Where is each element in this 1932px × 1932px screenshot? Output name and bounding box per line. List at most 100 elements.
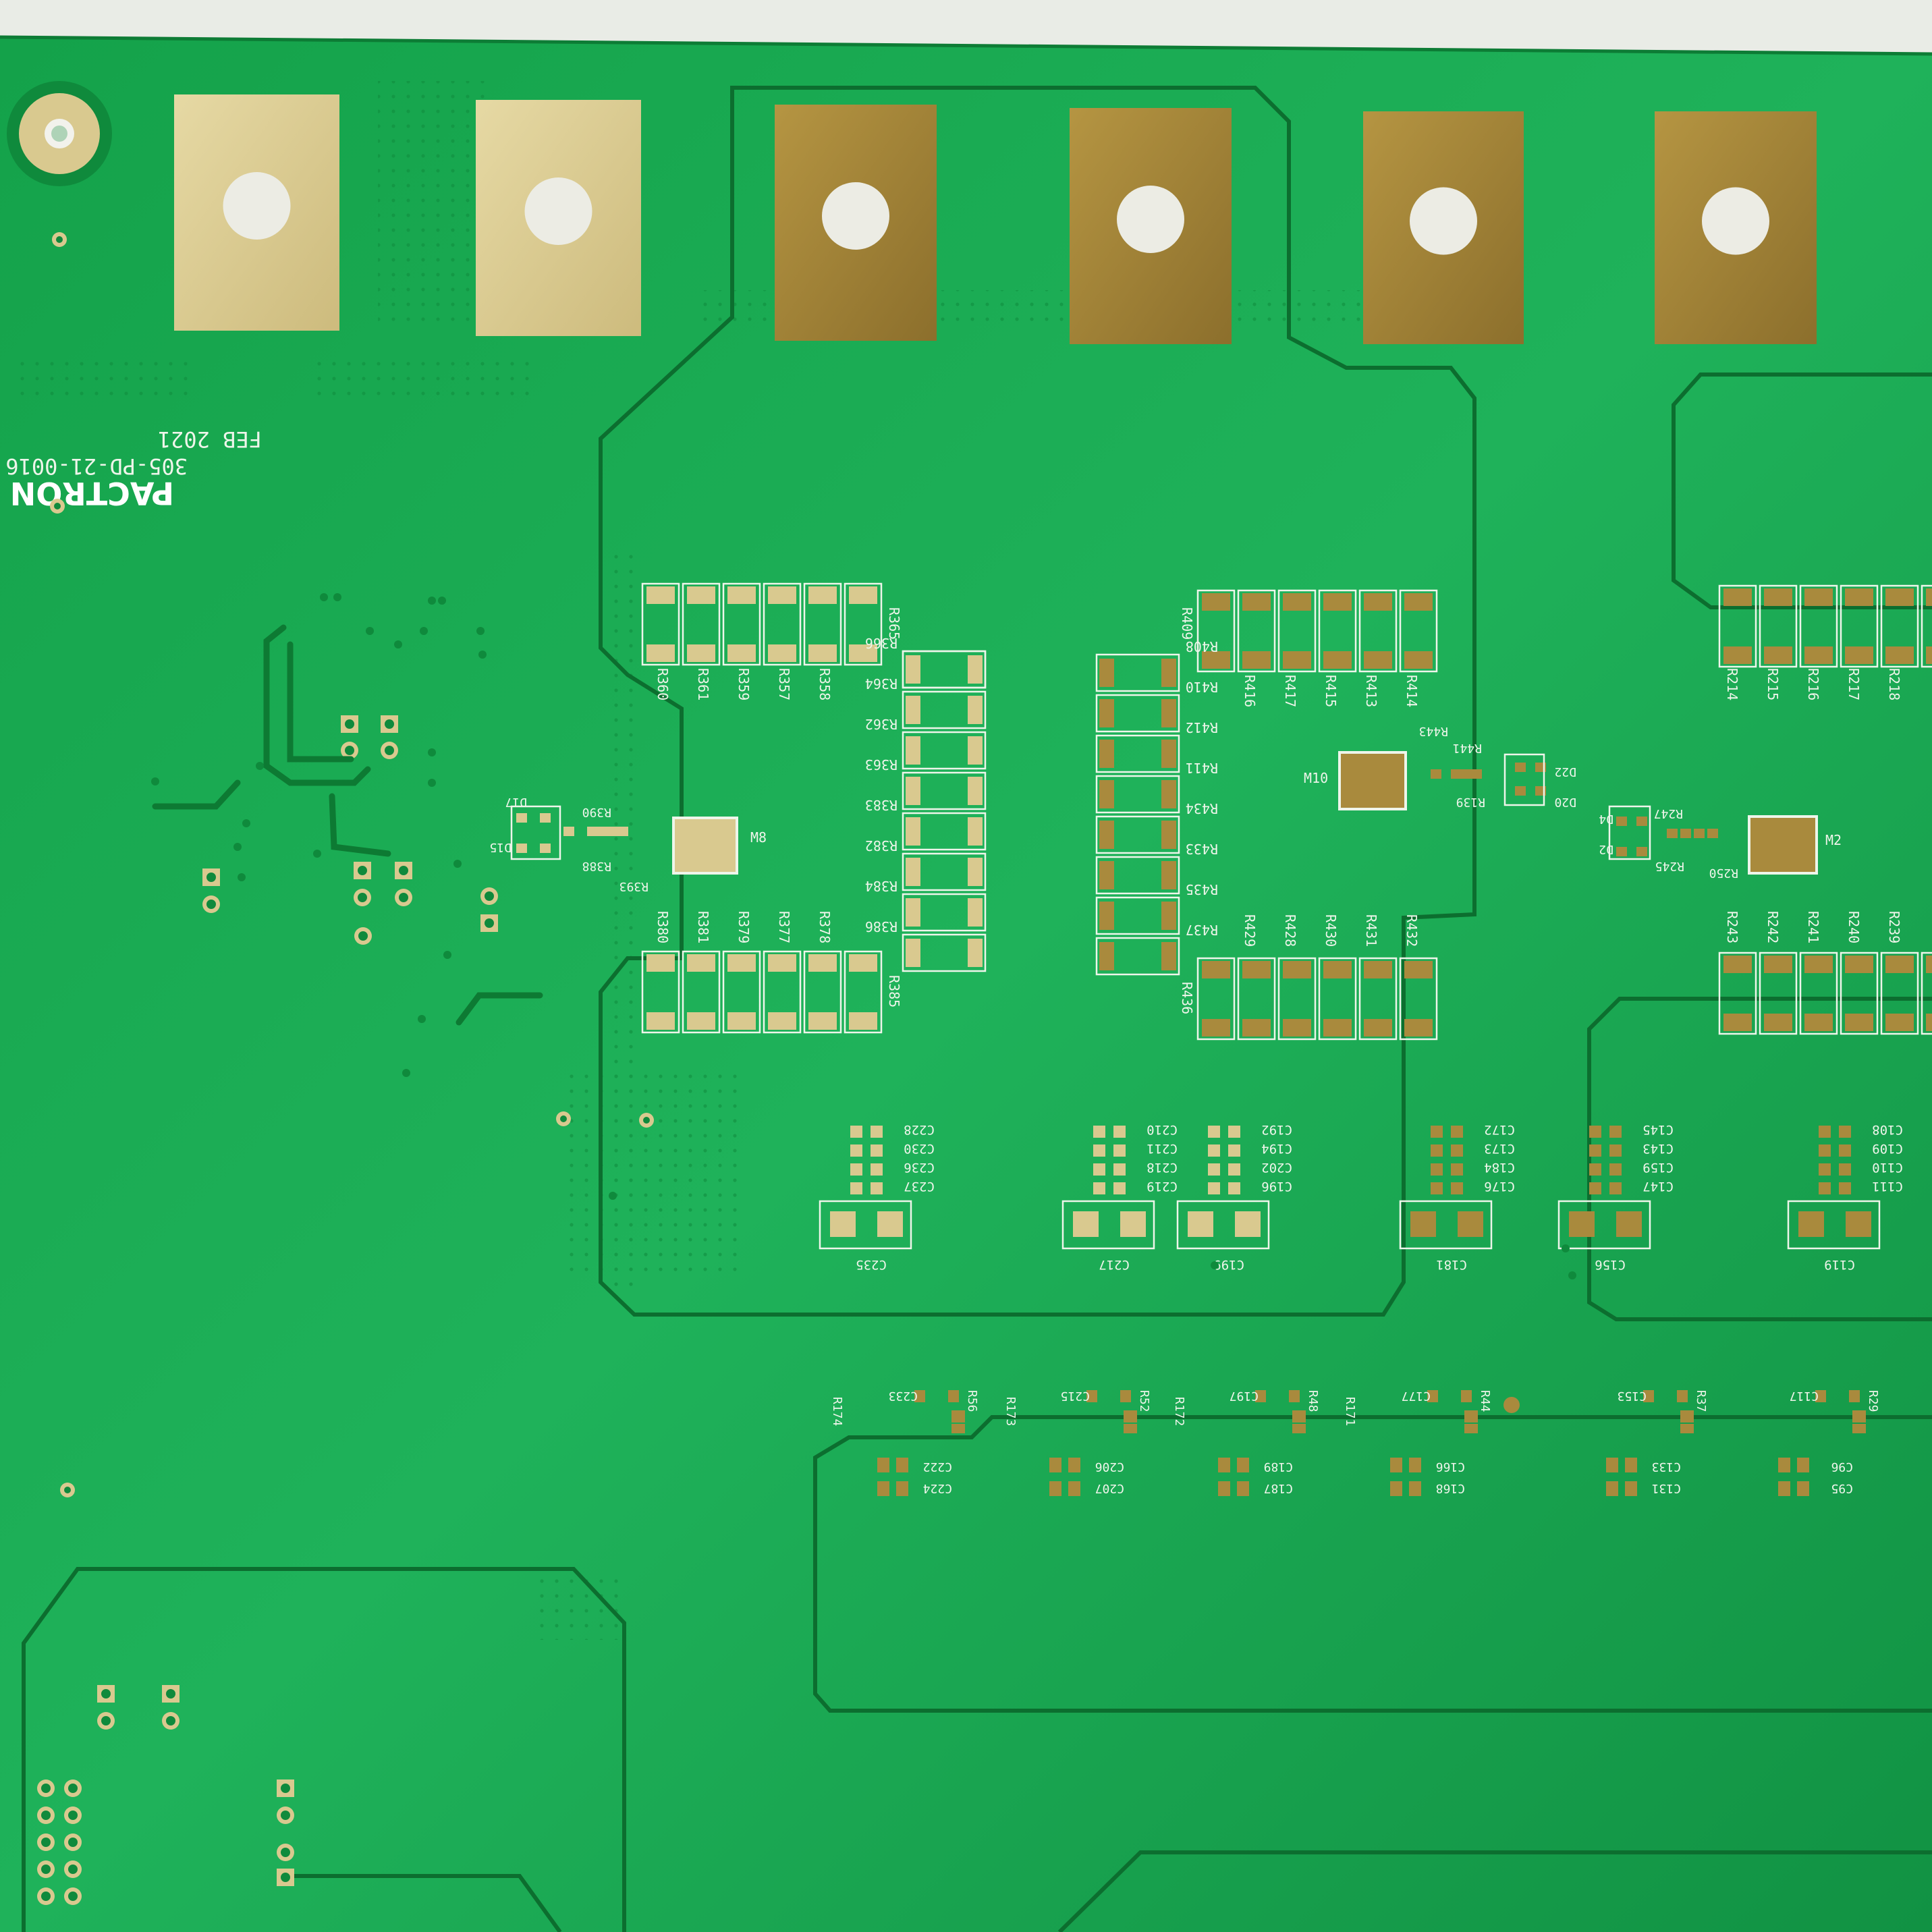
ref-designator: D22 <box>1554 765 1576 779</box>
ref-designator: R437 <box>1186 922 1218 938</box>
ref-designator: C206 <box>1095 1460 1124 1474</box>
terminal-pad <box>174 94 339 331</box>
terminal-pad <box>775 105 937 341</box>
ref-designator: C228 <box>904 1122 935 1137</box>
ref-designator: R218 <box>1886 668 1902 700</box>
ref-designator: R381 <box>695 911 711 943</box>
stray-vias <box>50 232 1576 1497</box>
ref-designator: R239 <box>1886 911 1902 943</box>
ref-designator: C235 <box>856 1257 887 1272</box>
ref-designator: R434 <box>1186 800 1218 817</box>
svg-text:M10: M10 <box>1304 770 1328 786</box>
ref-designator: R409 <box>1179 607 1195 640</box>
ref-designator: C109 <box>1872 1141 1903 1156</box>
ref-designator: C153 <box>1618 1389 1647 1403</box>
date-code: FEB 2021 <box>158 426 262 452</box>
ref-designator: R358 <box>817 668 833 700</box>
terminal-pad <box>476 100 641 336</box>
ref-designator: D20 <box>1554 795 1576 809</box>
ref-designator: C207 <box>1095 1481 1124 1495</box>
ref-designator: R408 <box>1186 638 1218 655</box>
ref-designator: C189 <box>1264 1460 1293 1474</box>
ref-designator: C166 <box>1436 1460 1465 1474</box>
ref-designator: C219 <box>1147 1179 1178 1194</box>
ref-designator: R388 <box>582 859 611 873</box>
ref-designator: C215 <box>1061 1389 1090 1403</box>
resistor-row <box>1196 957 1438 1041</box>
ref-designator: R435 <box>1186 881 1218 898</box>
ref-designator: C131 <box>1652 1481 1681 1495</box>
ref-designator: C196 <box>1261 1179 1292 1194</box>
terminal-hole <box>524 177 592 245</box>
ref-designator: R360 <box>655 668 671 700</box>
mosfet-packages: M8 M10 M2 <box>672 751 1842 875</box>
terminal-pad <box>1655 111 1817 344</box>
ref-designator: C177 <box>1402 1389 1431 1403</box>
ref-designator: R240 <box>1846 911 1862 943</box>
ref-designator: R245 <box>1655 859 1684 873</box>
mounting-hole <box>7 81 112 186</box>
ref-designator: R365 <box>886 607 902 640</box>
ref-designator: D17 <box>505 795 527 809</box>
terminal-hole <box>223 172 291 240</box>
ref-designator: R216 <box>1805 668 1821 700</box>
ref-designator: C197 <box>1230 1389 1259 1403</box>
ref-designator: R410 <box>1186 679 1218 695</box>
ref-designator: R359 <box>736 668 752 700</box>
resistor-row <box>641 950 883 1034</box>
ref-designator: R431 <box>1363 914 1379 947</box>
ref-designator: R413 <box>1363 675 1379 707</box>
terminal-hole <box>1410 187 1477 255</box>
ref-designator: C133 <box>1652 1460 1681 1474</box>
ref-designator: C143 <box>1643 1141 1674 1156</box>
ref-designator: C96 <box>1831 1460 1853 1474</box>
board-marking: PACTRON 305-PD-21-0016 FEB 2021 <box>5 426 262 512</box>
ref-designator: C108 <box>1872 1122 1903 1137</box>
resistor-row <box>1095 653 1180 976</box>
ref-designator: C172 <box>1484 1122 1515 1137</box>
ref-designator: R44 <box>1478 1390 1492 1412</box>
ref-designator: R173 <box>1003 1397 1018 1426</box>
pour-outlines <box>22 86 1932 1932</box>
ref-designator: C156 <box>1595 1257 1626 1272</box>
part-number: 305-PD-21-0016 <box>5 453 188 479</box>
ref-designator: C222 <box>923 1460 952 1474</box>
ref-designator: R241 <box>1805 911 1821 943</box>
ref-designator: C236 <box>904 1160 935 1175</box>
ref-designator: C187 <box>1264 1481 1293 1495</box>
ref-designator: R417 <box>1282 675 1298 707</box>
ref-designator: D15 <box>489 840 512 854</box>
mosfet-m10: M10 <box>1304 751 1407 810</box>
ref-designator: R215 <box>1765 668 1781 700</box>
ref-designator: C210 <box>1147 1122 1178 1137</box>
ref-designator: R243 <box>1724 911 1740 943</box>
mosfet-m8: M8 <box>672 817 767 875</box>
ref-designator: C147 <box>1643 1179 1674 1194</box>
ref-designator: R430 <box>1323 914 1339 947</box>
ref-designator: R362 <box>865 716 898 732</box>
ref-designator: C224 <box>923 1481 952 1495</box>
svg-text:M8: M8 <box>750 829 767 846</box>
capacitor-groups: C228C230C236C237C235C210C211C218C219C217… <box>819 1122 1903 1272</box>
ref-designator: C145 <box>1643 1122 1674 1137</box>
terminal-hole <box>822 182 889 250</box>
terminal-pad-row <box>174 94 1817 344</box>
ref-designator: R385 <box>886 975 902 1008</box>
ref-designator: R217 <box>1846 668 1862 700</box>
ref-designator: C184 <box>1484 1160 1515 1175</box>
mosfet-m2: M2 <box>1748 815 1842 875</box>
resistor-row <box>641 582 883 666</box>
resistor-row <box>902 650 987 972</box>
ref-designator: R414 <box>1404 675 1420 707</box>
ref-designator: R382 <box>865 837 898 854</box>
ref-designator: R377 <box>776 911 792 943</box>
terminal-hole <box>1117 186 1184 253</box>
